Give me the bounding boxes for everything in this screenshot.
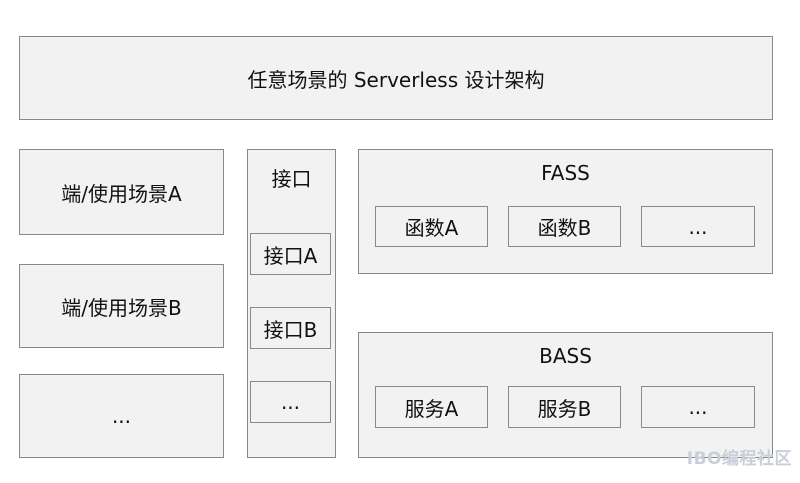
- scenario-box-more: ...: [19, 374, 224, 458]
- bass-item-a: 服务A: [375, 386, 488, 428]
- bass-item-label: ...: [688, 395, 708, 419]
- interface-heading: 接口: [271, 167, 312, 191]
- bass-item-more: ...: [641, 386, 755, 428]
- interface-item-b: 接口B: [250, 307, 331, 349]
- fass-item-label: ...: [688, 214, 708, 239]
- scenario-box-a: 端/使用场景A: [19, 149, 224, 235]
- bass-heading: BASS: [539, 344, 592, 368]
- interface-item-label: ...: [280, 390, 301, 414]
- watermark-text: IBO编程社区: [686, 449, 792, 469]
- fass-item-more: ...: [641, 206, 755, 247]
- interface-item-a: 接口A: [250, 233, 331, 275]
- interface-item-label: 接口B: [263, 317, 318, 342]
- diagram-title: 任意场景的 Serverless 设计架构: [247, 67, 545, 92]
- bass-item-label: 服务A: [404, 396, 459, 421]
- scenario-label: 端/使用场景B: [61, 295, 182, 320]
- fass-item-b: 函数B: [508, 206, 621, 247]
- bass-item-b: 服务B: [508, 386, 621, 428]
- fass-item-label: 函数B: [537, 216, 592, 240]
- bass-item-label: 服务B: [537, 396, 592, 421]
- scenario-box-b: 端/使用场景B: [19, 264, 224, 348]
- scenario-label: ...: [111, 404, 132, 428]
- interface-item-label: 接口A: [263, 243, 318, 268]
- title-box: 任意场景的 Serverless 设计架构: [19, 36, 773, 120]
- fass-item-a: 函数A: [375, 206, 488, 247]
- fass-item-label: 函数A: [404, 216, 459, 240]
- fass-heading: FASS: [541, 161, 590, 185]
- scenario-label: 端/使用场景A: [61, 181, 182, 206]
- interface-item-more: ...: [250, 381, 331, 423]
